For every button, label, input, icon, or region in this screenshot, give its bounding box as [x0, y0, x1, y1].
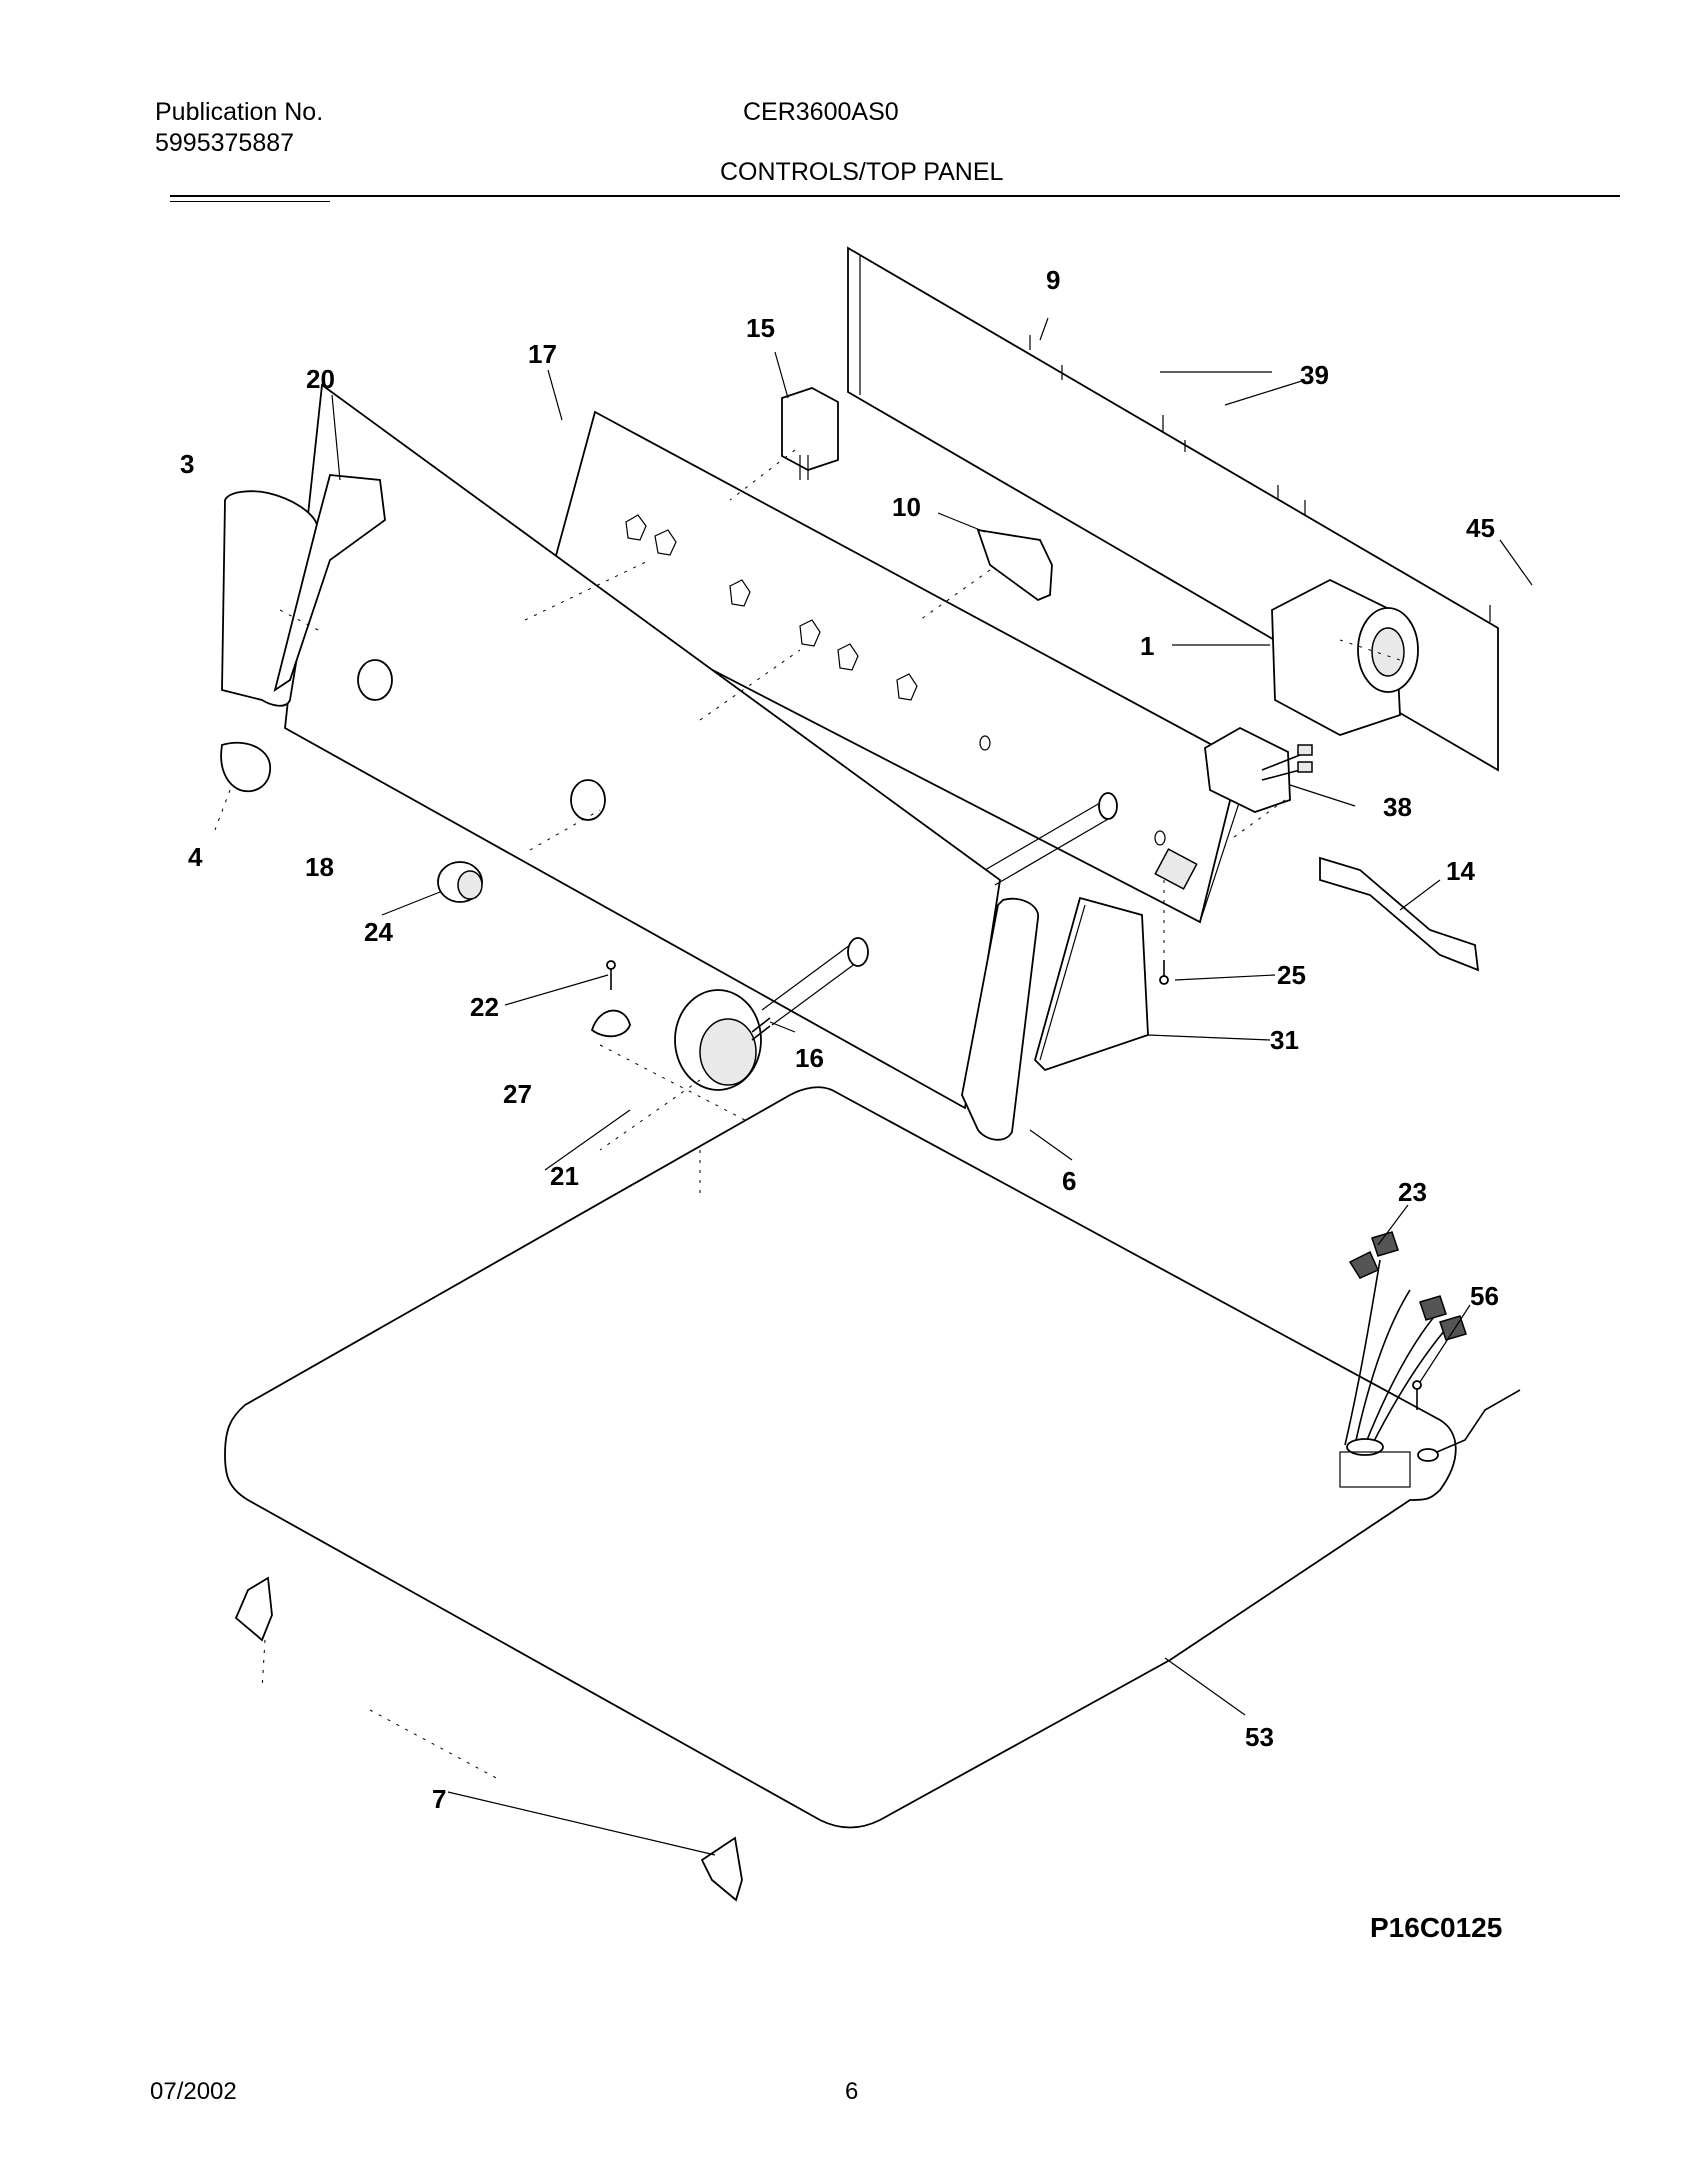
leader-lines	[331, 317, 1533, 1856]
callout-39: 39	[1300, 360, 1329, 390]
hinges	[234, 1576, 743, 1902]
terminal-block	[1204, 726, 1313, 813]
callout-14: 14	[1446, 856, 1475, 886]
knobs	[220, 741, 762, 1091]
publication-number: 5995375887	[155, 129, 295, 157]
callout-20: 20	[306, 364, 335, 394]
callout-24: 24	[364, 917, 393, 947]
callout-53: 53	[1245, 1722, 1274, 1752]
console-front-panel	[284, 383, 1001, 1110]
strap	[1319, 856, 1480, 972]
header-rule-short	[170, 201, 330, 202]
callout-16: 16	[795, 1043, 824, 1073]
page-number: 6	[845, 2078, 859, 2105]
callout-31: 31	[1270, 1025, 1299, 1055]
control-shafts	[761, 792, 1118, 1026]
callout-4: 4	[188, 842, 203, 872]
callout-3: 3	[180, 449, 194, 479]
callout-56: 56	[1470, 1281, 1499, 1311]
callout-labels: 9 39 15 17 20 3 10 45 1 38 4 18 14 24 25…	[180, 265, 1499, 1814]
callout-27: 27	[503, 1079, 532, 1109]
callout-7: 7	[432, 1784, 446, 1814]
callout-21: 21	[550, 1161, 579, 1191]
console-back-plate	[546, 410, 1242, 924]
control-housing	[1033, 896, 1149, 1072]
callout-17: 17	[528, 339, 557, 369]
small-hardware	[590, 960, 1169, 1041]
footer-date: 07/2002	[150, 2078, 237, 2105]
callout-6: 6	[1062, 1166, 1076, 1196]
timer-motor	[1271, 578, 1419, 736]
relay	[781, 387, 839, 480]
callout-38: 38	[1383, 792, 1412, 822]
header-rule	[170, 195, 1620, 197]
callout-1: 1	[1140, 631, 1154, 661]
end-caps	[221, 474, 1039, 1141]
assembly-lines	[214, 449, 1401, 1781]
callout-23: 23	[1398, 1177, 1427, 1207]
bracket-clip	[976, 528, 1053, 602]
callout-22: 22	[470, 992, 499, 1022]
wiring-harness	[1339, 1231, 1521, 1488]
top-panel	[224, 1086, 1457, 1829]
callout-9: 9	[1046, 265, 1060, 295]
callout-45: 45	[1466, 513, 1495, 543]
section-title: CONTROLS/TOP PANEL	[720, 158, 1004, 186]
publication-label: Publication No.	[155, 98, 324, 126]
callout-10: 10	[892, 492, 921, 522]
callout-25: 25	[1277, 960, 1306, 990]
callout-18: 18	[305, 852, 334, 882]
model-number: CER3600AS0	[743, 98, 899, 126]
diagram-code: P16C0125	[1370, 1912, 1503, 1943]
callout-15: 15	[746, 313, 775, 343]
